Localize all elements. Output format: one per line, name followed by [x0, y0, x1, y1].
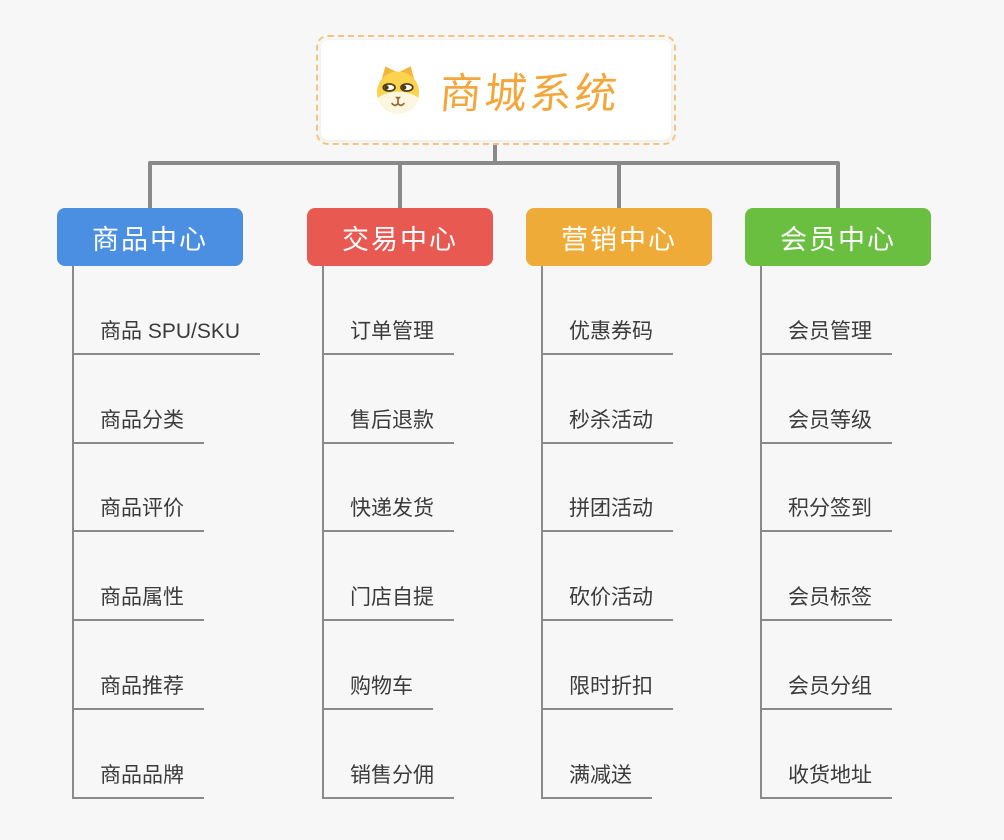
branch-node-product-center[interactable]: 商品中心: [57, 208, 243, 266]
leaf-node[interactable]: 销售分佣: [322, 762, 454, 799]
branch-spine-line: [760, 266, 762, 799]
leaf-node[interactable]: 收货地址: [760, 762, 892, 799]
leaf-node[interactable]: 积分签到: [760, 495, 892, 533]
branch-node-member-center[interactable]: 会员中心: [745, 208, 931, 266]
leaf-node[interactable]: 会员等级: [760, 407, 892, 444]
branch-column-trade: 交易中心 订单管理 售后退款 快递发货 门店自提 购物车 销售分佣: [307, 208, 567, 818]
connector-root-drop: [493, 144, 497, 163]
list-item: 商品分类: [72, 355, 260, 444]
leaf-node[interactable]: 商品 SPU/SKU: [72, 318, 261, 355]
leaf-node[interactable]: 满减送: [541, 762, 652, 799]
leaf-node[interactable]: 商品分类: [72, 407, 204, 444]
branch-subitems: 订单管理 售后退款 快递发货 门店自提 购物车 销售分佣: [322, 266, 454, 799]
branch-spine-line: [72, 266, 74, 799]
connector-drop-trade: [398, 164, 402, 208]
branch-subitems: 优惠券码 秒杀活动 拼团活动 砍价活动 限时折扣 满减送: [541, 266, 673, 799]
leaf-node[interactable]: 会员管理: [760, 318, 892, 355]
leaf-node[interactable]: 会员分组: [760, 673, 892, 710]
list-item: 商品属性: [72, 532, 260, 622]
branch-spine-line: [322, 266, 324, 799]
root-title: 商城系统: [438, 69, 623, 117]
leaf-node[interactable]: 售后退款: [322, 407, 454, 444]
branch-node-trade-center[interactable]: 交易中心: [307, 208, 493, 266]
list-item: 秒杀活动: [541, 355, 673, 444]
branch-spine-line: [541, 266, 543, 799]
list-item: 商品 SPU/SKU: [72, 266, 261, 355]
leaf-node[interactable]: 拼团活动: [541, 495, 673, 533]
connector-drop-member: [836, 164, 840, 208]
leaf-node[interactable]: 商品推荐: [72, 673, 204, 710]
leaf-node[interactable]: 快递发货: [322, 495, 454, 533]
connector-drop-marketing: [617, 164, 621, 208]
branch-node-marketing-center[interactable]: 营销中心: [526, 208, 712, 266]
leaf-node[interactable]: 商品属性: [72, 584, 204, 622]
branch-subitems: 会员管理 会员等级 积分签到 会员标签 会员分组 收货地址: [760, 266, 892, 799]
list-item: 收货地址: [760, 710, 892, 799]
leaf-node[interactable]: 秒杀活动: [541, 407, 673, 444]
leaf-node[interactable]: 砍价活动: [541, 584, 673, 622]
list-item: 砍价活动: [541, 532, 673, 622]
list-item: 限时折扣: [541, 621, 673, 710]
list-item: 会员分组: [760, 621, 892, 710]
list-item: 会员管理: [760, 266, 892, 355]
leaf-node[interactable]: 购物车: [322, 673, 433, 710]
leaf-node[interactable]: 商品评价: [72, 495, 204, 533]
branch-column-product: 商品中心 商品 SPU/SKU 商品分类 商品评价 商品属性 商品推荐 商品品牌: [57, 208, 317, 818]
shiba-dog-icon: [371, 63, 425, 117]
list-item: 快递发货: [322, 444, 454, 533]
branch-subitems: 商品 SPU/SKU 商品分类 商品评价 商品属性 商品推荐 商品品牌: [72, 266, 261, 799]
list-item: 购物车: [322, 621, 454, 710]
list-item: 商品评价: [72, 444, 260, 533]
list-item: 销售分佣: [322, 710, 454, 799]
leaf-node[interactable]: 门店自提: [322, 584, 454, 622]
leaf-node[interactable]: 限时折扣: [541, 673, 673, 710]
list-item: 满减送: [541, 710, 673, 799]
list-item: 积分签到: [760, 444, 892, 533]
leaf-node[interactable]: 会员标签: [760, 584, 892, 622]
list-item: 订单管理: [322, 266, 454, 355]
leaf-node[interactable]: 订单管理: [322, 318, 454, 355]
list-item: 商品品牌: [72, 710, 260, 799]
list-item: 会员标签: [760, 532, 892, 622]
root-node-card: 商城系统: [321, 40, 671, 140]
connector-drop-product: [148, 164, 152, 208]
list-item: 拼团活动: [541, 444, 673, 533]
branch-column-marketing: 营销中心 优惠券码 秒杀活动 拼团活动 砍价活动 限时折扣 满减送: [526, 208, 786, 818]
list-item: 优惠券码: [541, 266, 673, 355]
list-item: 售后退款: [322, 355, 454, 444]
leaf-node[interactable]: 优惠券码: [541, 318, 673, 355]
root-node[interactable]: 商城系统: [316, 35, 676, 145]
list-item: 门店自提: [322, 532, 454, 622]
list-item: 商品推荐: [72, 621, 260, 710]
list-item: 会员等级: [760, 355, 892, 444]
branch-column-member: 会员中心 会员管理 会员等级 积分签到 会员标签 会员分组 收货地址: [745, 208, 1004, 818]
leaf-node[interactable]: 商品品牌: [72, 762, 204, 799]
connector-horizontal-rail: [148, 161, 840, 165]
